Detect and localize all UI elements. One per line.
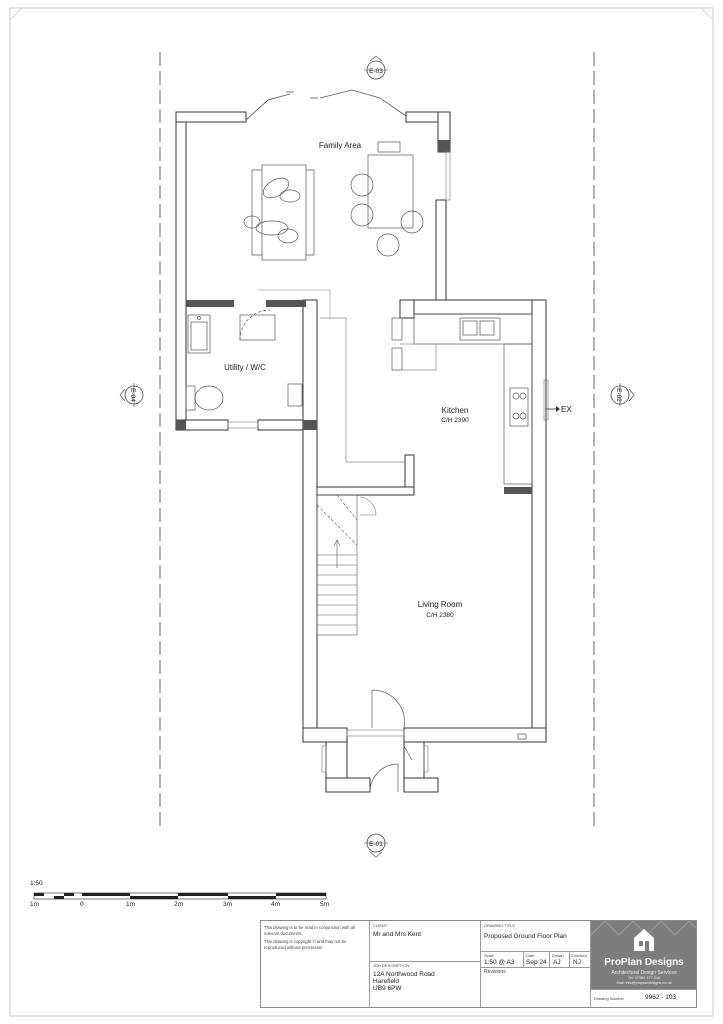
note-copyright: This drawing is copyright © and may not … <box>264 939 347 950</box>
client-column: CLIENT Mr and Mrs Kent JOB DESCRIPTION 1… <box>369 921 481 1007</box>
elevation-label-top: E-03 <box>369 68 383 75</box>
front-doors <box>369 689 527 793</box>
extract-label: EX <box>561 405 572 414</box>
bifold-doors <box>245 89 407 121</box>
sheet-border <box>9 7 714 1017</box>
address-line: 12A Northwood Road <box>373 971 435 978</box>
elevation-label-right: E-02 <box>615 388 622 402</box>
scale-value: 1:50 @ A3 <box>484 959 515 966</box>
elevation-marker-right: E-02 <box>610 383 635 407</box>
kitchen-fixtures <box>258 289 533 485</box>
revisions-caption: Revisions <box>484 969 506 975</box>
elevation-marker-top: E-03 <box>364 55 388 80</box>
drawing-title-column: DRAWING TITLE Proposed Ground Floor Plan… <box>480 921 591 1007</box>
date-value: Sep 24 <box>526 959 547 966</box>
room-label-kitchen: Kitchen <box>442 406 469 415</box>
scale-ratio: 1:50 <box>30 880 43 887</box>
drawn-caption: Drawn <box>552 953 564 958</box>
scale-tick: 1m <box>126 901 136 908</box>
brand-panel: ProPlan Designs Architectural Design Ser… <box>590 921 697 989</box>
scale-tick: 0 <box>80 901 84 908</box>
title-block: This drawing is to be read in conjunctio… <box>260 920 697 1008</box>
client-caption: CLIENT <box>373 923 388 928</box>
room-label-family-area: Family Area <box>319 141 362 150</box>
drawing-number-caption: Drawing Number <box>594 996 625 1001</box>
scale-tick: 5m <box>320 901 330 908</box>
elevation-marker-bottom: E-01 <box>364 833 388 858</box>
walls <box>175 111 547 793</box>
scale-bar <box>33 892 327 900</box>
brand-phone: Tel: 07986 477 246 <box>627 976 661 980</box>
scale-tick: 1m <box>30 901 40 908</box>
checked-caption: Checked <box>571 953 587 958</box>
extract-arrow <box>546 406 560 412</box>
windows <box>227 151 549 773</box>
brand-name: ProPlan Designs <box>604 957 684 968</box>
brand-email: Mail: info@proplandesigns.co.uk <box>616 981 672 985</box>
scale-tick: 4m <box>271 901 281 908</box>
elevation-label-left: E-04 <box>129 388 136 402</box>
ceiling-height-living: C/H 2380 <box>426 612 454 619</box>
staircase <box>316 494 377 636</box>
client-name: Mr and Mrs Kent <box>373 931 422 938</box>
drawn-value: AJ <box>553 959 561 966</box>
drawing-title: Proposed Ground Floor Plan <box>484 933 567 940</box>
wall-hatches <box>176 140 532 494</box>
utility-fixtures <box>185 309 303 411</box>
checked-value: NJ <box>573 959 581 966</box>
date-caption: Date <box>526 953 535 958</box>
brand-subtitle: Architectural Design Services <box>611 970 677 976</box>
family-furniture <box>243 141 424 261</box>
address-line: Harefield <box>373 978 400 985</box>
brand-logo-icon <box>591 921 697 951</box>
drawing-number: 9962 - 103 <box>645 994 677 1001</box>
scale-tick: 2m <box>174 901 184 908</box>
note-reading: This drawing is to be read in conjunctio… <box>264 925 355 936</box>
ceiling-height-kitchen: C/H 2390 <box>441 417 469 424</box>
drawing-notes: This drawing is to be read in conjunctio… <box>264 925 364 950</box>
elevation-label-bottom: E-01 <box>369 841 383 848</box>
scale-tick: 3m <box>223 901 233 908</box>
address-line: UB9 6PW <box>373 985 402 992</box>
room-label-living: Living Room <box>418 600 463 609</box>
corner-marks <box>9 7 714 21</box>
elevation-marker-left: E-04 <box>119 383 144 407</box>
room-label-utility: Utility / W/C <box>224 363 266 372</box>
job-caption: JOB DESCRIPTION <box>373 963 410 968</box>
title-caption: DRAWING TITLE <box>484 923 516 928</box>
scale-caption: Scale <box>484 953 495 958</box>
drawing-number-cell: Drawing Number 9962 - 103 <box>590 989 696 1007</box>
